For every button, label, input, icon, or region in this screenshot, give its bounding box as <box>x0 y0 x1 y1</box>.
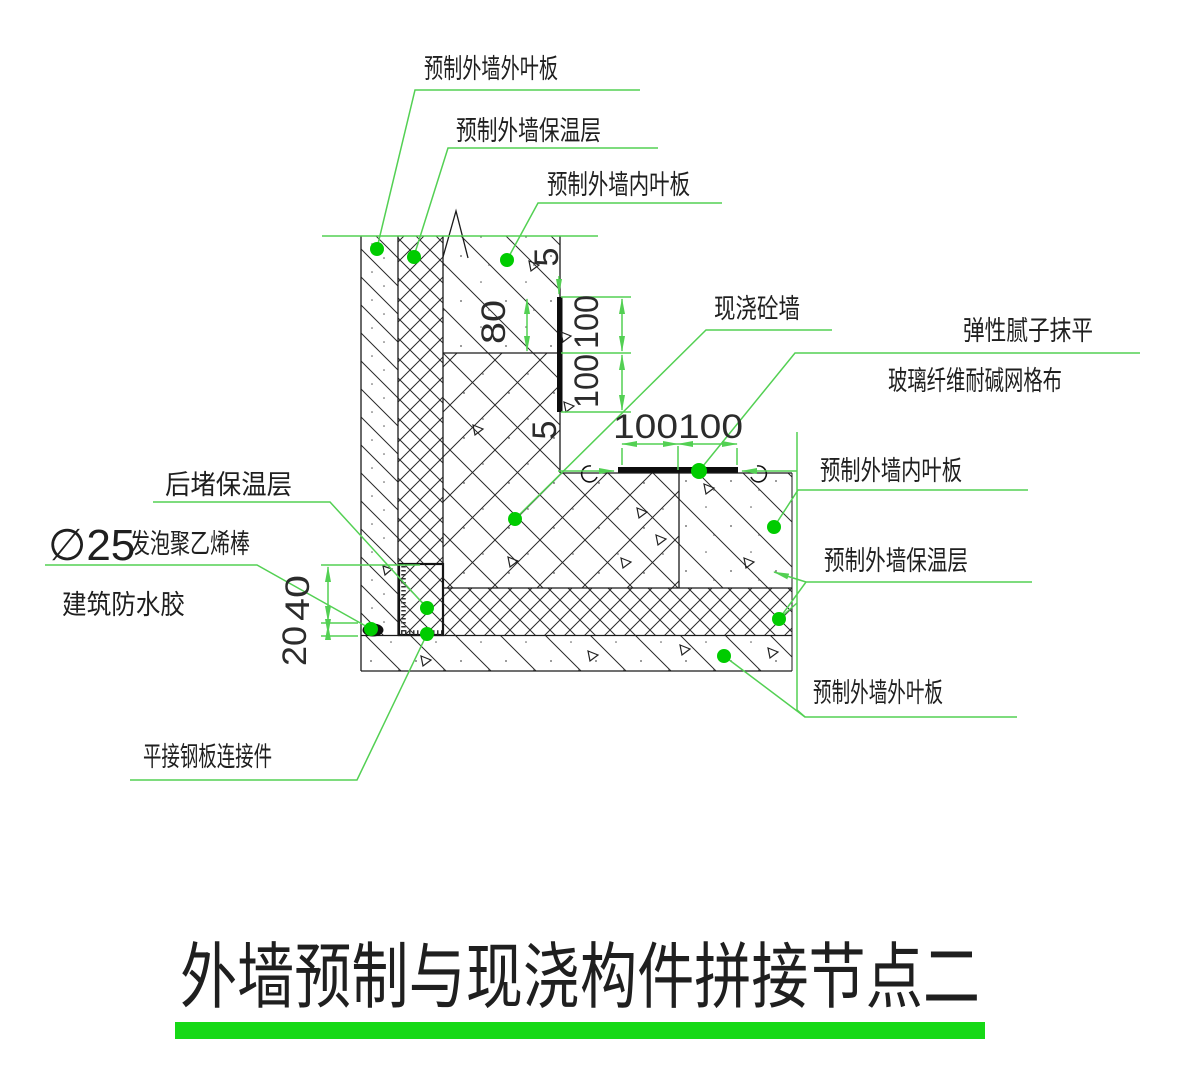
dot-top-outer-leaf <box>370 242 384 256</box>
drawing-title: 外墙预制与现浇构件拼接节点二 <box>180 938 980 1018</box>
leader-cast-wall <box>514 329 832 520</box>
leader-top-inner-leaf <box>506 202 722 261</box>
dim-40: 40 <box>279 575 317 621</box>
dim-5-bottom: 5 <box>526 421 564 440</box>
leader-top-insulation <box>413 147 658 257</box>
label-steel-connector: 平接钢板连接件 <box>143 742 272 772</box>
label-foam-rod-size: ∅25 <box>48 521 135 570</box>
break-mark <box>442 208 469 259</box>
label-cast-wall: 现浇砼墙 <box>714 294 800 324</box>
leader-right-outer-leaf <box>723 655 1017 718</box>
leader-steel-connector <box>130 633 428 781</box>
leader-top-outer-leaf <box>376 89 640 249</box>
leader-right-inner-leaf <box>773 489 1028 528</box>
leader-back-fill-insulation <box>153 501 428 609</box>
dot-steel-connector <box>420 627 434 641</box>
top-inner-leaf-region <box>443 236 560 353</box>
callout-labels: 预制外墙外叶板 预制外墙保温层 预制外墙内叶板 现浇砼墙 弹性腻子抹平 玻璃纤维… <box>48 54 1093 772</box>
dimension-texts: 5 80 100 100 100100 5 40 20 <box>276 248 743 666</box>
label-back-fill-insulation: 后堵保温层 <box>165 470 292 500</box>
dim-100-upper: 100 <box>568 295 606 349</box>
dot-back-fill-insulation <box>420 601 434 615</box>
dot-right-outer-leaf <box>717 649 731 663</box>
dot-right-insulation <box>772 612 786 626</box>
leader-right-insulation <box>778 581 1032 620</box>
leader-lines <box>45 89 1140 781</box>
leader-putty-mesh <box>698 352 1140 472</box>
dot-top-insulation <box>407 250 421 264</box>
vertical-outer-leaf-region <box>361 236 398 635</box>
dot-top-inner-leaf <box>500 253 514 267</box>
right-cut-line <box>796 432 806 718</box>
dim-5-top: 5 <box>528 248 566 267</box>
label-top-insulation: 预制外墙保温层 <box>456 116 601 146</box>
dot-right-inner-leaf <box>767 520 781 534</box>
rebar-triangles <box>382 260 780 668</box>
back-fill-insulation-box <box>397 562 445 637</box>
dimension-lines <box>321 235 806 718</box>
leader-right-insulation-arrow <box>773 571 807 583</box>
marker-dots <box>364 242 786 663</box>
plate-hook-right <box>750 465 768 483</box>
label-right-outer-leaf: 预制外墙外叶板 <box>813 678 943 708</box>
label-right-inner-leaf: 预制外墙内叶板 <box>820 456 962 486</box>
label-right-insulation: 预制外墙保温层 <box>824 546 968 576</box>
dim-80: 80 <box>475 300 513 344</box>
cast-in-place-vertical-region <box>443 353 560 588</box>
dim-20: 20 <box>276 626 314 666</box>
plate-hook-left <box>580 465 598 483</box>
label-top-inner-leaf: 预制外墙内叶板 <box>547 170 690 200</box>
dot-cast-wall <box>508 512 522 526</box>
dim-100-lower: 100 <box>568 354 606 408</box>
label-fiberglass-mesh: 玻璃纤维耐碱网格布 <box>888 366 1062 396</box>
dot-putty-mesh <box>691 463 707 479</box>
label-foam-rod: 发泡聚乙烯棒 <box>130 529 250 559</box>
horizontal-insulation-region <box>443 588 792 635</box>
label-top-outer-leaf: 预制外墙外叶板 <box>424 54 558 84</box>
leader-foam-rod <box>45 564 372 630</box>
cast-in-place-horizontal-region <box>560 473 679 588</box>
vertical-insulation-region <box>398 236 443 564</box>
dot-waterproof <box>364 622 378 636</box>
dim-100100: 100100 <box>613 408 743 446</box>
label-elastic-putty: 弹性腻子抹平 <box>963 316 1093 346</box>
label-waterproof-adhesive: 建筑防水胶 <box>62 590 185 620</box>
title-underline-bar <box>175 1022 985 1039</box>
vertical-steel-plate <box>557 297 563 412</box>
